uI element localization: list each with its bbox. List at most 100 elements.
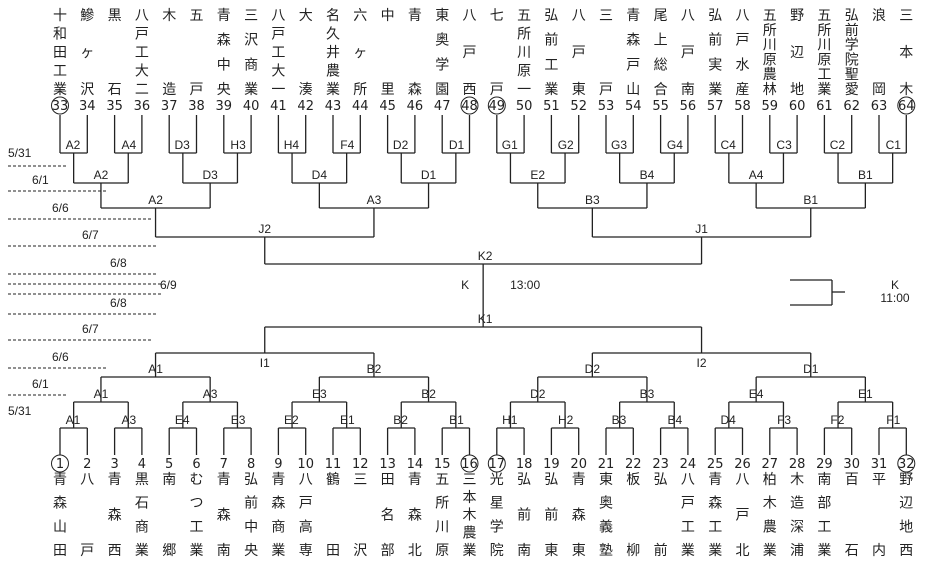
bottom-team-name-char: 東 <box>572 543 586 559</box>
top-team-name-char: 和 <box>53 27 67 43</box>
bottom-team-name-char: 前 <box>244 495 258 512</box>
top-r1-label: H4 <box>284 138 300 152</box>
top-team-number: 52 <box>570 99 587 114</box>
top-team-name-char: 戸 <box>463 45 477 61</box>
bottom-team-name-char: 弘 <box>654 472 668 488</box>
bottom-team-name-char: 業 <box>190 543 204 559</box>
top-team-number: 40 <box>243 99 260 114</box>
bottom-team-name-char: 高 <box>299 518 313 535</box>
bottom-team-name-char: 部 <box>381 543 395 559</box>
bottom-team-name-char: 央 <box>244 543 258 559</box>
top-team-number: 41 <box>270 99 287 114</box>
top-team-name-char: 上 <box>654 33 668 49</box>
bottom-team-number: 18 <box>516 457 533 472</box>
bottom-team-name-char: 木 <box>763 496 777 512</box>
bottom-team-name-char: 南 <box>817 472 831 488</box>
schedule-date: 5/31 <box>8 404 32 418</box>
top-r2-label: E2 <box>530 168 545 182</box>
bottom-team-name-char: 青 <box>408 472 422 488</box>
top-team-number: 58 <box>734 99 751 114</box>
bottom-team-name-char: 星 <box>490 496 504 512</box>
bottom-team-name-char: 青 <box>217 472 231 488</box>
schedule-date: 6/8 <box>110 296 127 310</box>
bottom-team-number: 25 <box>707 457 724 472</box>
bottom-r2-label: A3 <box>203 387 218 401</box>
bottom-team-name-char: 木 <box>790 472 804 488</box>
top-team-name-char: 工 <box>135 45 149 61</box>
bottom-team-name-char: 工 <box>708 519 722 535</box>
bottom-r1-label: F3 <box>777 413 791 427</box>
top-team-name-char: 中 <box>217 57 231 73</box>
top-team-name-char: 十 <box>53 8 67 24</box>
top-team-name-char: 所 <box>763 23 777 39</box>
top-team-name-char: 原 <box>817 52 831 68</box>
bottom-r2-label: E1 <box>858 387 873 401</box>
top-team-number: 57 <box>707 99 724 114</box>
bottom-r2-label: E3 <box>312 387 327 401</box>
bottom-team-name-char: 農 <box>463 525 477 541</box>
bottom-team-name-char: 森 <box>271 496 285 512</box>
top-team-name-char: 鰺 <box>80 8 94 24</box>
top-team-number: 43 <box>325 99 342 114</box>
top-team-name-char: 所 <box>517 27 531 43</box>
bottom-team-name-char: 院 <box>490 543 504 559</box>
bottom-team-name-char: 木 <box>463 508 477 524</box>
bottom-team-name-char: 青 <box>572 472 586 488</box>
bottom-team-name-char: 森 <box>708 496 722 512</box>
top-team-name-char: 大 <box>271 64 285 80</box>
top-team-number: 35 <box>106 99 123 114</box>
top-team-name-char: 大 <box>299 8 313 24</box>
top-team-number: 37 <box>161 99 178 114</box>
bottom-team-name-char: 本 <box>463 490 477 506</box>
top-team-name-char: 合 <box>654 82 668 98</box>
bottom-team-name-char: 西 <box>899 543 913 559</box>
top-team-number: 46 <box>407 99 424 114</box>
bottom-team-name-char: 森 <box>108 508 122 524</box>
bottom-team-name-char: 八 <box>681 472 695 488</box>
bottom-team-name-char: 前 <box>517 507 531 524</box>
top-team-name-char: 前 <box>708 32 722 49</box>
bottom-team-name-char: 弘 <box>244 472 258 488</box>
bottom-r1-label: B4 <box>668 413 683 427</box>
bottom-team-name-char: 浦 <box>790 543 804 559</box>
bottom-r1-label: D4 <box>721 413 737 427</box>
bottom-team-name-char: 北 <box>736 543 750 559</box>
bottom-team-name-char: 八 <box>299 472 313 488</box>
top-team-name-char: 戸 <box>736 33 750 49</box>
top-team-name-char: 奥 <box>435 32 449 49</box>
bottom-team-name-char: 南 <box>162 472 176 488</box>
final-match-time: 13:00 <box>510 278 540 292</box>
bottom-team-number: 7 <box>220 457 228 472</box>
top-r1-label: A4 <box>122 138 137 152</box>
schedule-date: 6/6 <box>52 201 69 215</box>
top-team-name-char: 産 <box>736 82 750 98</box>
bottom-team-name-char: 弘 <box>517 472 531 488</box>
top-r3-label: A2 <box>148 193 163 207</box>
bottom-team-number: 16 <box>461 457 478 472</box>
top-team-name-char: 八 <box>681 8 695 24</box>
top-team-name-char: ヶ <box>80 45 94 61</box>
bottom-r1-label: B3 <box>612 413 627 427</box>
bottom-team-name-char: 北 <box>408 543 422 559</box>
bottom-team-name-char: 業 <box>708 543 722 559</box>
top-team-name-char: 工 <box>817 67 831 83</box>
bottom-team-number: 28 <box>789 457 806 472</box>
bottom-team-number: 3 <box>110 457 118 472</box>
top-r3-label: B1 <box>803 193 818 207</box>
top-team-name-char: 聖 <box>845 67 859 83</box>
bottom-team-name-char: 商 <box>135 519 149 535</box>
bottom-team-name-char: 前 <box>654 542 668 559</box>
bottom-final-label: K1 <box>478 312 493 326</box>
top-team-name-char: 六 <box>353 8 367 24</box>
bottom-team-name-char: 田 <box>326 543 340 559</box>
top-team-name-char: 一 <box>517 82 531 98</box>
bottom-team-name-char: 森 <box>217 508 231 524</box>
top-team-name-char: 弘 <box>544 8 558 24</box>
bottom-r1-label: E3 <box>231 413 246 427</box>
bottom-team-name-char: 五 <box>435 472 449 488</box>
top-team-name-char: 南 <box>681 82 695 98</box>
side-note-label: K <box>891 278 899 292</box>
top-team-name-char: 工 <box>53 64 67 80</box>
top-team-number: 36 <box>134 99 151 114</box>
top-r1-label: A2 <box>66 138 81 152</box>
